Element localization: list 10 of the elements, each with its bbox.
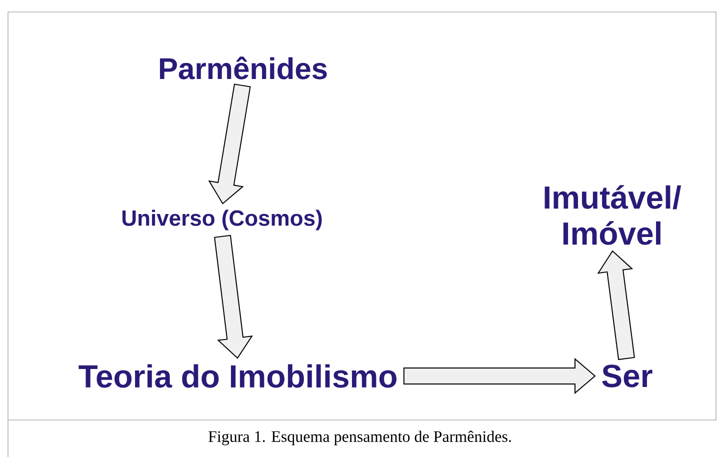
block-arrow [208, 84, 251, 204]
concept-text: Ser [602, 364, 652, 388]
block-arrow [214, 234, 253, 359]
concept-text: Imutável/ Imóvel [544, 185, 682, 245]
concept-text: Universo (Cosmos) [122, 210, 322, 230]
caption: Figura 1. Esquema pensamento de Parmênides. [208, 430, 511, 446]
block-arrow [403, 358, 596, 394]
concept-text: Parmênides [160, 56, 327, 80]
block-arrow [597, 250, 635, 360]
concept-text: Teoria do Imobilismo [78, 364, 396, 388]
